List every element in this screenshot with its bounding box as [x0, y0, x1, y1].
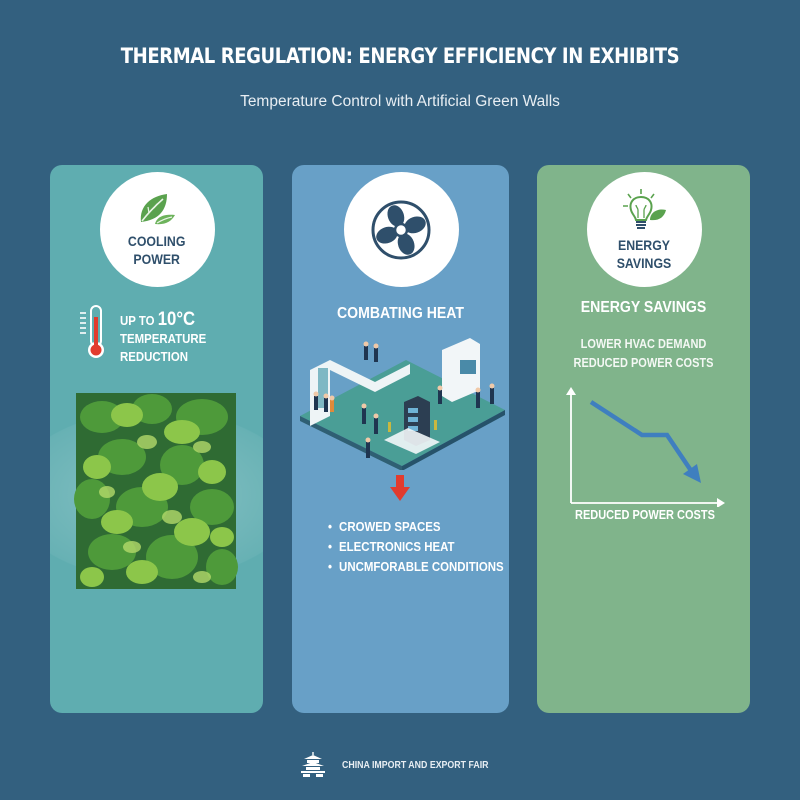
list-item: UNCMFORABLE CONDITIONS [328, 557, 504, 577]
green-wall-illustration [74, 393, 238, 589]
badge-line-2: SAVINGS [616, 254, 672, 271]
subline: LOWER HVAC DEMAND [580, 337, 707, 351]
page-title: THERMAL REGULATION: ENERGY EFFICIENCY IN… [120, 44, 680, 68]
cooling-power-badge: COOLING POWER [99, 172, 215, 287]
combating-heat-heading: COMBATING HEAT [337, 305, 464, 322]
fan-badge [343, 172, 459, 287]
badge-line-1: ENERGY [617, 236, 671, 253]
leaf-icon [140, 193, 175, 224]
panel-combating-heat: COMBATING HEAT [292, 165, 509, 713]
list-item: CROWED SPACES [328, 517, 504, 537]
footer: CHINA IMPORT AND EXPORT FAIR [0, 752, 800, 778]
heat-causes-list: CROWED SPACES ELECTRONICS HEAT UNCMFORAB… [328, 517, 504, 577]
pagoda-icon [301, 752, 326, 777]
fan-icon [371, 200, 431, 259]
badge-line-1: COOLING [128, 232, 186, 249]
cost-decline-chart [566, 387, 725, 507]
chart-label: REDUCED POWER COSTS [575, 508, 715, 522]
energy-savings-sublines: LOWER HVAC DEMAND REDUCED POWER COSTS [550, 335, 737, 373]
energy-savings-badge: ENERGY SAVINGS [586, 172, 702, 287]
thermometer-icon [80, 305, 104, 358]
page-subtitle: Temperature Control with Artificial Gree… [240, 93, 560, 110]
badge-line-2: POWER [133, 250, 181, 267]
footer-text: CHINA IMPORT AND EXPORT FAIR [342, 759, 489, 771]
subline: REDUCED POWER COSTS [573, 356, 714, 370]
exhibition-booth-illustration [300, 338, 505, 470]
stat-line-1: TEMPERATURE [120, 331, 207, 346]
stat-value: 10°C [157, 309, 196, 330]
panel-energy-savings: ENERGY SAVINGS ENERGY SAVINGS LOWER HVAC… [537, 165, 750, 713]
energy-savings-heading: ENERGY SAVINGS [580, 299, 707, 316]
lightbulb-leaf-icon [623, 188, 666, 229]
stat-line-2: REDUCTION [120, 349, 189, 364]
stat-prefix: UP TO [120, 313, 158, 328]
arrow-down-icon [390, 475, 410, 501]
list-item: ELECTRONICS HEAT [328, 537, 504, 557]
panel-cooling-power: COOLING POWER UP TO 10°C TEMPERATURE RED… [50, 165, 263, 713]
